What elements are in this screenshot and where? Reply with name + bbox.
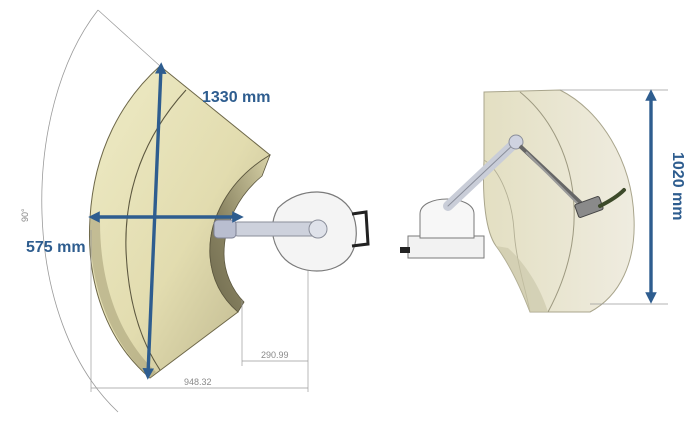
robot-arm-outline bbox=[447, 141, 517, 207]
robot-cable-loop bbox=[351, 210, 370, 248]
offset-dimension-label: 290.99 bbox=[261, 350, 289, 360]
end-effector-icon bbox=[213, 219, 237, 239]
tool-hose bbox=[598, 188, 626, 208]
side-view: 1020 mm bbox=[400, 89, 686, 313]
workspace-lower-edge bbox=[89, 218, 156, 378]
outer-reach-arc bbox=[41, 9, 119, 413]
shoulder-joint bbox=[308, 219, 328, 239]
robot-cable-stub bbox=[400, 247, 410, 253]
end-effector-icon bbox=[574, 196, 604, 218]
span-label: 1330 mm bbox=[202, 89, 271, 106]
height-label: 1020 mm bbox=[669, 152, 686, 221]
elbow-joint bbox=[508, 134, 524, 150]
side-workspace-shade bbox=[496, 246, 548, 312]
side-workspace-inner bbox=[519, 91, 575, 313]
robot-top-view bbox=[213, 191, 370, 272]
overall-dimension-label: 948.32 bbox=[184, 377, 212, 387]
top-view: 1330 mm 575 mm 90° 290.99 948.32 bbox=[20, 9, 370, 413]
robot-base-plate bbox=[407, 235, 485, 259]
robot-side-view bbox=[400, 134, 626, 259]
reach-ray-upper bbox=[97, 9, 161, 67]
depth-label: 575 mm bbox=[26, 239, 86, 256]
angle-label: 90° bbox=[20, 208, 30, 222]
